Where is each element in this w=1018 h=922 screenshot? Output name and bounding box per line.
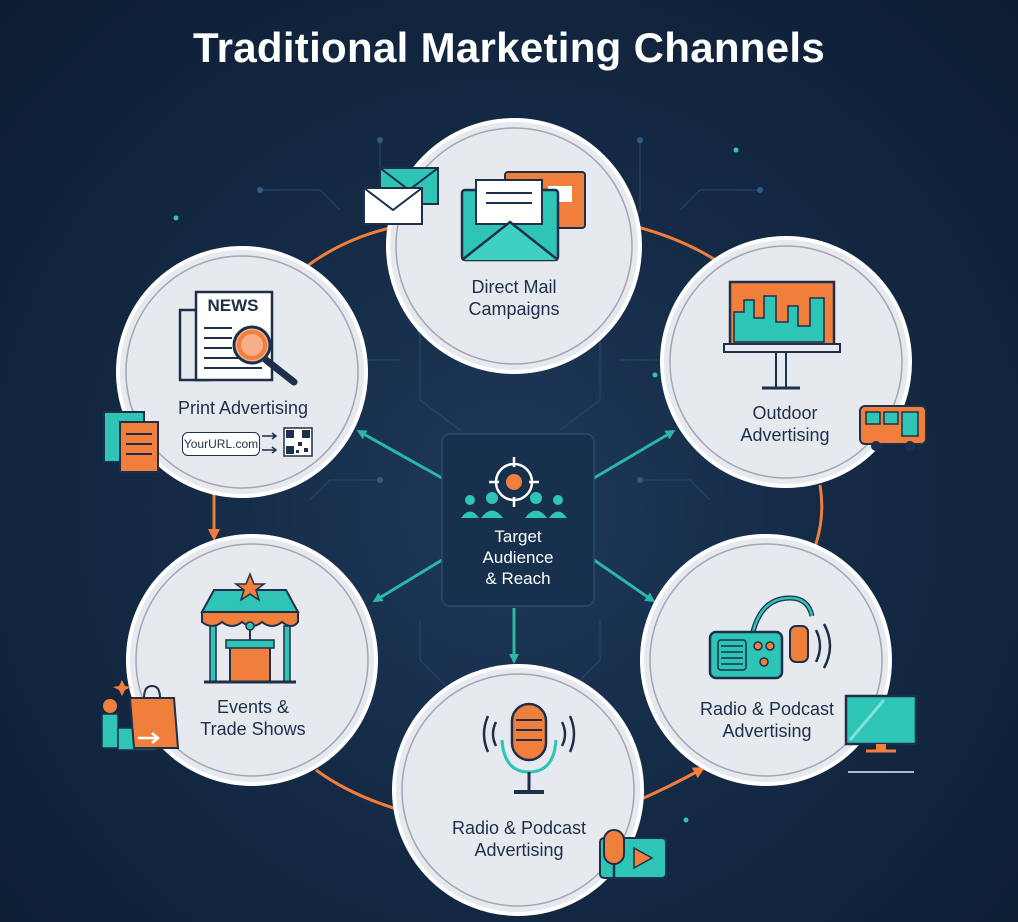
envelope-icon [460,171,586,262]
teal-arrows [356,429,676,664]
circuit-background [260,140,760,691]
microphone-icon [482,702,576,794]
node-label-print: Print Advertising [177,398,309,418]
node-label-direct-mail: Direct Mail Campaigns [468,277,560,319]
page-title: Traditional Marketing Channels [192,24,826,71]
booth-icon [200,571,300,684]
node-label-events: Events & Trade Shows [200,697,306,739]
audience-icon [461,492,567,518]
radio-icon [708,595,832,680]
center-label: Target Audience & Reach [482,527,554,588]
video-mic-icon [599,829,667,879]
url-arrows-icon [262,432,278,454]
url-box: YourURL.com [182,432,260,456]
center-box [441,433,595,607]
shopper-icon [101,680,180,751]
magnifier-icon [232,325,298,386]
node-circle-inner-rings [125,127,903,907]
news-label: NEWS [207,296,259,315]
node-label-radio-right: Radio & Podcast Advertising [699,699,835,741]
node-label-radio-bottom: Radio & Podcast Advertising [451,818,587,860]
qr-code-icon [283,427,313,457]
target-icon [489,457,539,507]
node-label-outdoor: Outdoor Advertising [740,403,830,445]
small-envelopes-icon [363,167,439,225]
billboard-icon [723,280,841,390]
bus-icon [859,405,927,451]
monitor-icon [844,694,918,773]
documents-icon [103,411,159,473]
